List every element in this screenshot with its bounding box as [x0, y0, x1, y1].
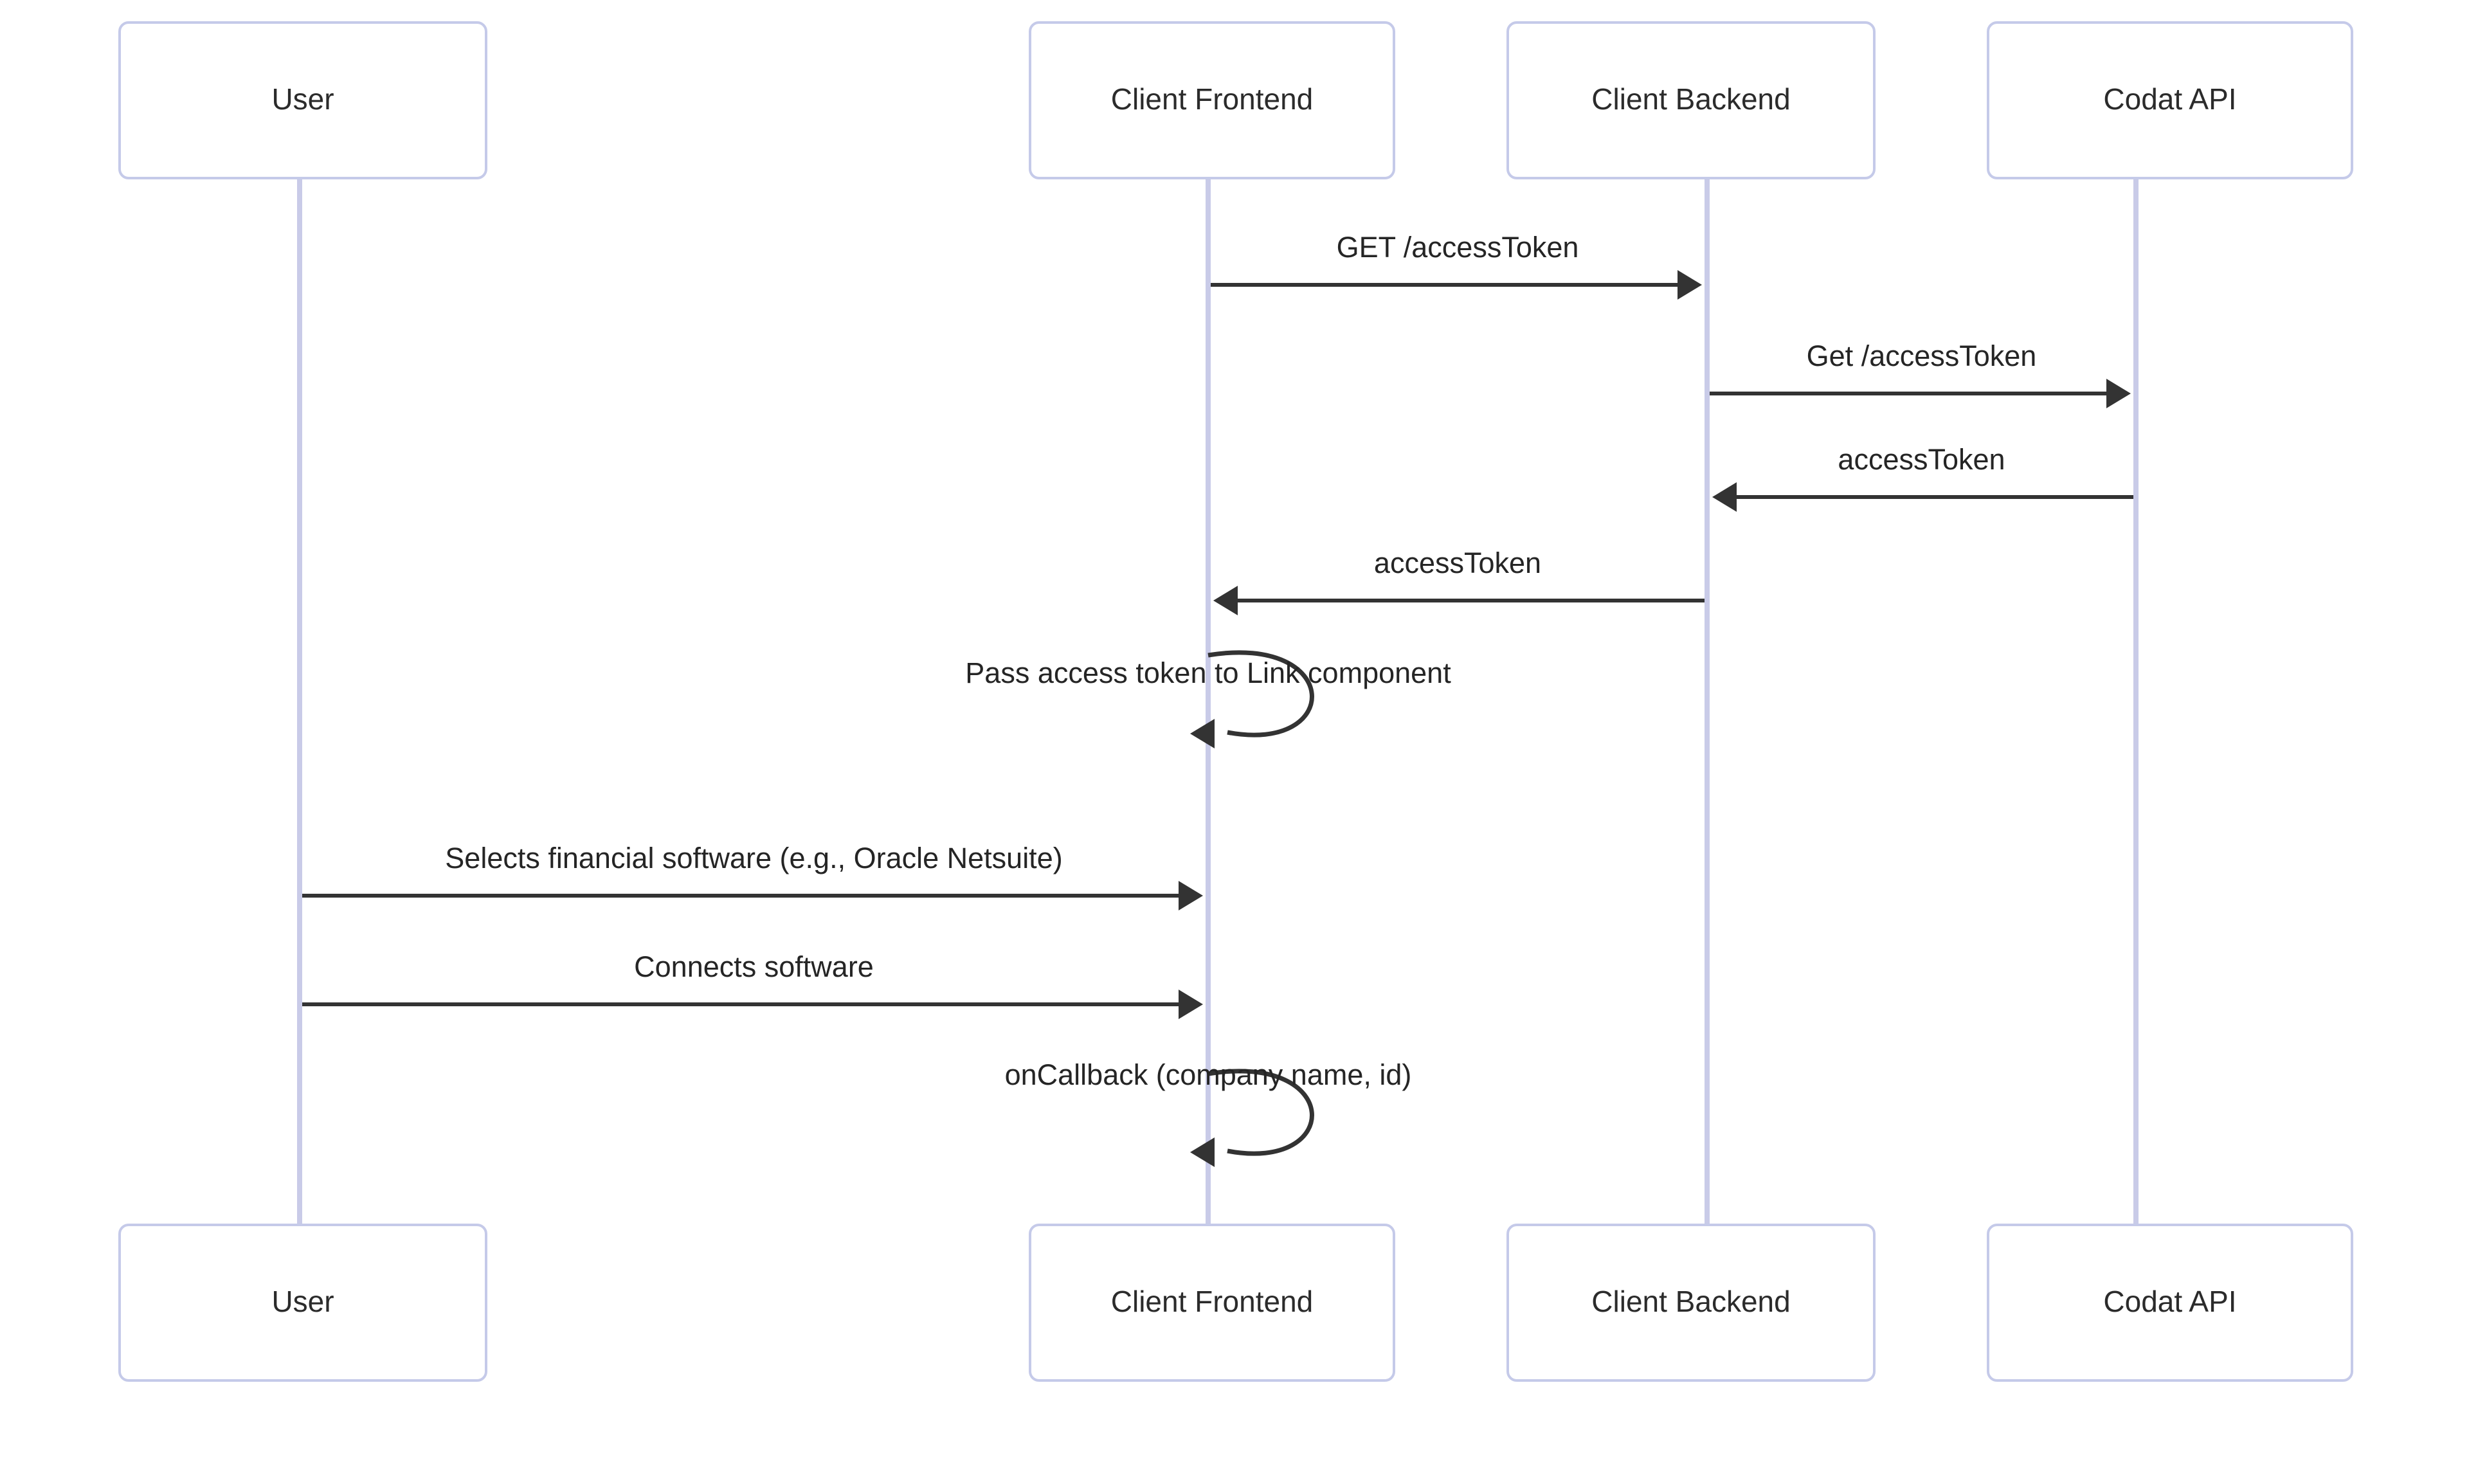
actor-label-user: User	[271, 82, 334, 116]
message-6: Selects financial software (e.g., Oracle…	[302, 842, 1203, 910]
message-4: accessToken	[1213, 547, 1705, 615]
message-8: onCallback (company name, id)	[1005, 1058, 1412, 1167]
actor-label-codat-api: Codat API	[2103, 82, 2236, 116]
message-arrowhead-8	[1190, 1137, 1215, 1167]
message-arrowhead-5	[1190, 719, 1215, 748]
actor-box-codat-api-top[interactable]: Codat API	[1987, 21, 2353, 179]
actor-box-client-backend-top[interactable]: Client Backend	[1506, 21, 1876, 179]
actor-box-codat-api-bottom[interactable]: Codat API	[1987, 1224, 2353, 1382]
message-arrowhead-3	[1712, 482, 1737, 512]
message-7: Connects software	[302, 950, 1203, 1019]
message-label-3: accessToken	[1838, 443, 2005, 476]
message-label-4: accessToken	[1374, 547, 1541, 579]
actor-label-client-frontend: Client Frontend	[1111, 1285, 1314, 1318]
message-arrowhead-2	[2106, 379, 2131, 408]
message-arrowhead-4	[1213, 586, 1238, 615]
actor-label-user: User	[271, 1285, 334, 1318]
actor-label-codat-api: Codat API	[2103, 1285, 2236, 1318]
message-arrowhead-1	[1678, 270, 1702, 300]
actor-box-client-frontend-bottom[interactable]: Client Frontend	[1029, 1224, 1395, 1382]
actor-label-client-frontend: Client Frontend	[1111, 82, 1314, 116]
message-3: accessToken	[1712, 443, 2133, 512]
message-label-1: GET /accessToken	[1337, 231, 1579, 264]
actor-box-client-frontend-top[interactable]: Client Frontend	[1029, 21, 1395, 179]
message-label-2: Get /accessToken	[1807, 339, 2037, 372]
lifelines-layer	[297, 178, 2139, 1225]
actor-box-user-top[interactable]: User	[118, 21, 487, 179]
message-arrowhead-6	[1179, 881, 1203, 910]
message-loop-path-8	[1207, 1069, 1314, 1156]
actor-label-client-backend: Client Backend	[1591, 82, 1790, 116]
actor-box-user-bottom[interactable]: User	[118, 1224, 487, 1382]
message-label-8: onCallback (company name, id)	[1005, 1058, 1412, 1091]
actor-box-client-backend-bottom[interactable]: Client Backend	[1506, 1224, 1876, 1382]
message-1: GET /accessToken	[1211, 231, 1702, 300]
message-label-6: Selects financial software (e.g., Oracle…	[445, 842, 1062, 874]
message-label-7: Connects software	[634, 950, 874, 983]
message-2: Get /accessToken	[1710, 339, 2131, 408]
actor-label-client-backend: Client Backend	[1591, 1285, 1790, 1318]
message-loop-path-5	[1207, 650, 1314, 737]
message-arrowhead-7	[1179, 990, 1203, 1019]
message-label-5: Pass access token to Link component	[965, 656, 1451, 689]
message-5: Pass access token to Link component	[965, 650, 1451, 748]
